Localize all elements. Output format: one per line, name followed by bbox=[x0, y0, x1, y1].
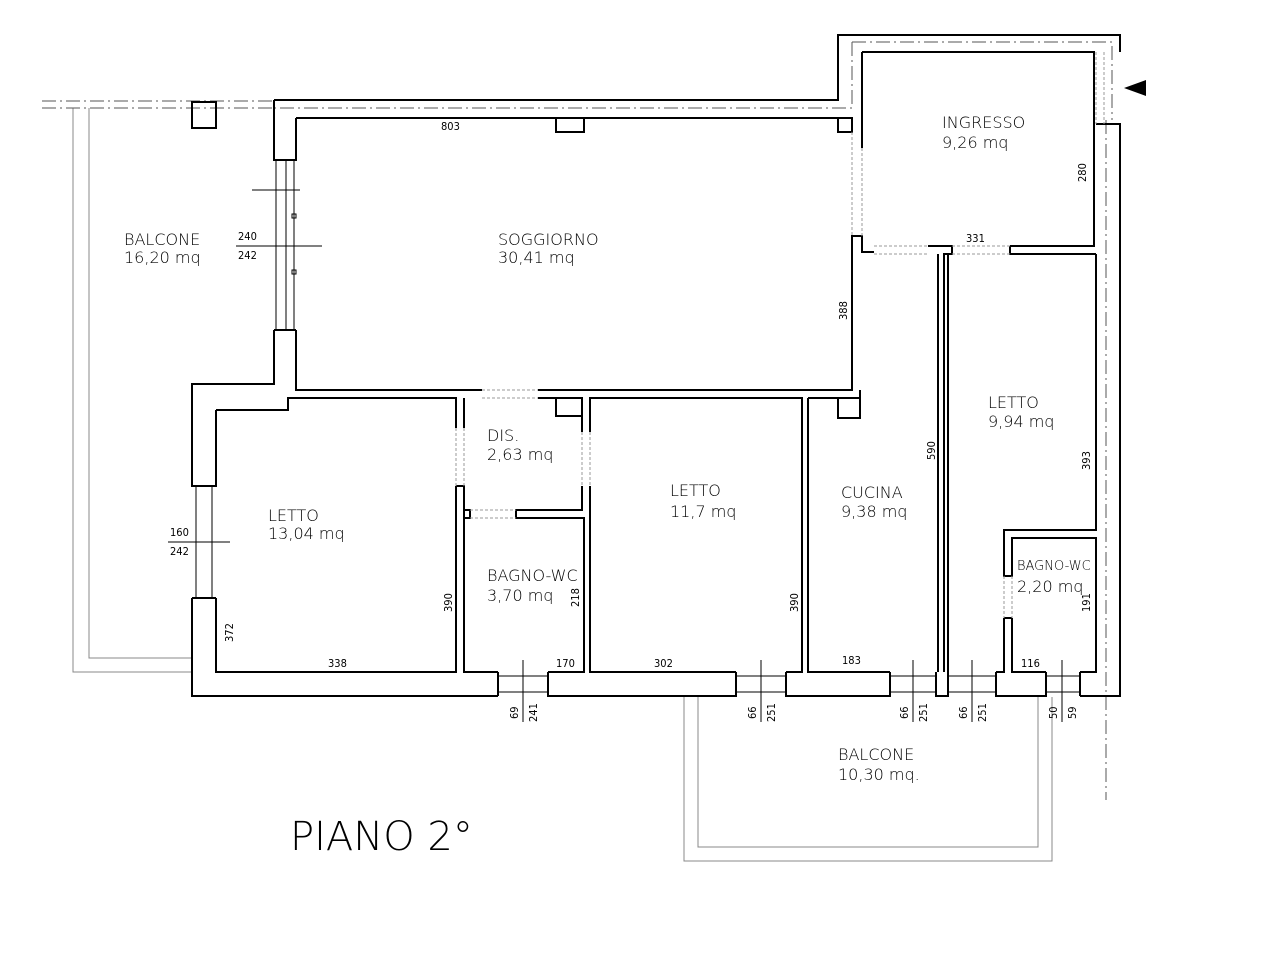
room-name: LETTO bbox=[670, 481, 721, 500]
room-area: 30,41 mq bbox=[498, 248, 575, 267]
balcony-south-railing bbox=[683, 697, 1053, 862]
entrance-arrow-icon bbox=[1124, 80, 1146, 96]
balcony-west-pillar bbox=[191, 101, 217, 129]
dimension-label: 251 bbox=[976, 703, 989, 722]
room-area: 9,94 mq bbox=[988, 412, 1054, 431]
property-boundary-line bbox=[272, 41, 1113, 800]
dimension-label: 50 bbox=[1047, 706, 1060, 719]
room-area: 13,04 mq bbox=[268, 524, 345, 543]
room-name: INGRESSO bbox=[942, 113, 1025, 132]
room-name: LETTO bbox=[988, 393, 1039, 412]
dimension-label: 66 bbox=[898, 706, 911, 719]
dimension-label: 338 bbox=[328, 657, 347, 670]
dimension-label: 331 bbox=[966, 232, 985, 245]
dimension-label: 390 bbox=[442, 593, 455, 612]
room-label-letto-center: LETTO 11,7 mq bbox=[670, 481, 736, 521]
room-label-cucina: CUCINA 9,38 mq bbox=[841, 483, 907, 521]
room-area: 11,7 mq bbox=[670, 502, 736, 521]
dimension-label: 372 bbox=[223, 623, 236, 642]
dimension-label: 116 bbox=[1021, 657, 1040, 670]
floor-title: PIANO 2° bbox=[290, 814, 473, 860]
exterior-walls bbox=[191, 34, 1121, 697]
dimension-label: 191 bbox=[1080, 593, 1093, 612]
dimension-label: 242 bbox=[238, 249, 257, 262]
balcony-west-railing bbox=[42, 100, 272, 673]
room-area: 3,70 mq bbox=[487, 586, 553, 605]
dimension-label: 388 bbox=[837, 301, 850, 320]
room-area: 10,30 mq. bbox=[838, 765, 920, 784]
room-label-letto-west: LETTO 13,04 mq bbox=[268, 506, 345, 543]
dimension-label: 160 bbox=[170, 526, 189, 539]
dimension-leaders bbox=[168, 245, 322, 543]
dimension-label: 218 bbox=[569, 588, 582, 607]
dimension-label: 803 bbox=[441, 120, 460, 133]
room-name: BALCONE bbox=[124, 230, 200, 249]
dimension-label: 66 bbox=[957, 706, 970, 719]
room-name: LETTO bbox=[268, 506, 319, 525]
room-name: BAGNO-WC bbox=[487, 566, 578, 585]
room-name: CUCINA bbox=[841, 483, 903, 502]
soggiorno-pillar bbox=[555, 117, 585, 133]
room-area: 9,38 mq bbox=[841, 502, 907, 521]
dimension-label: 390 bbox=[788, 593, 801, 612]
room-label-soggiorno: SOGGIORNO 30,41 mq bbox=[498, 230, 599, 267]
dimension-label: 251 bbox=[765, 703, 778, 722]
room-label-dis: DIS. 2,63 mq bbox=[487, 426, 553, 464]
room-name: SOGGIORNO bbox=[498, 230, 599, 249]
room-label-balcone-south: BALCONE 10,30 mq. bbox=[838, 745, 920, 784]
room-name: BALCONE bbox=[838, 745, 914, 764]
room-name: BAGNO-WC bbox=[1017, 559, 1091, 574]
room-label-ingresso: INGRESSO 9,26 mq bbox=[942, 113, 1025, 152]
room-label-balcone-west: BALCONE 16,20 mq bbox=[124, 230, 201, 267]
room-label-letto-east: LETTO 9,94 mq bbox=[988, 393, 1054, 431]
room-label-bagno-wc-1: BAGNO-WC 3,70 mq bbox=[487, 566, 578, 605]
dimension-label: 280 bbox=[1076, 163, 1089, 182]
soggiorno-corner-pillar bbox=[837, 117, 853, 133]
dimension-label: 241 bbox=[527, 703, 540, 722]
dimension-labels: 803 280 331 240 242 388 590 393 160 242 … bbox=[170, 120, 1093, 722]
dimension-label: 69 bbox=[508, 706, 521, 719]
dimension-label: 170 bbox=[556, 657, 575, 670]
dimension-label: 183 bbox=[842, 654, 861, 667]
dimension-label: 59 bbox=[1066, 706, 1079, 719]
room-label-bagno-wc-2: BAGNO-WC 2,20 mq bbox=[1017, 559, 1091, 596]
dimension-label: 393 bbox=[1080, 451, 1093, 470]
south-windows bbox=[498, 660, 1080, 722]
dimension-label: 251 bbox=[917, 703, 930, 722]
dimension-label: 240 bbox=[238, 230, 257, 243]
room-area: 2,63 mq bbox=[487, 445, 553, 464]
room-area: 9,26 mq bbox=[942, 133, 1008, 152]
room-area: 2,20 mq bbox=[1017, 577, 1083, 596]
dimension-label: 302 bbox=[654, 657, 673, 670]
room-name: DIS. bbox=[487, 426, 519, 445]
interior-walls bbox=[216, 235, 1097, 673]
dimension-label: 590 bbox=[925, 441, 938, 460]
door-openings bbox=[455, 52, 1105, 618]
room-area: 16,20 mq bbox=[124, 248, 201, 267]
dimension-label: 66 bbox=[746, 706, 759, 719]
dimension-label: 242 bbox=[170, 545, 189, 558]
